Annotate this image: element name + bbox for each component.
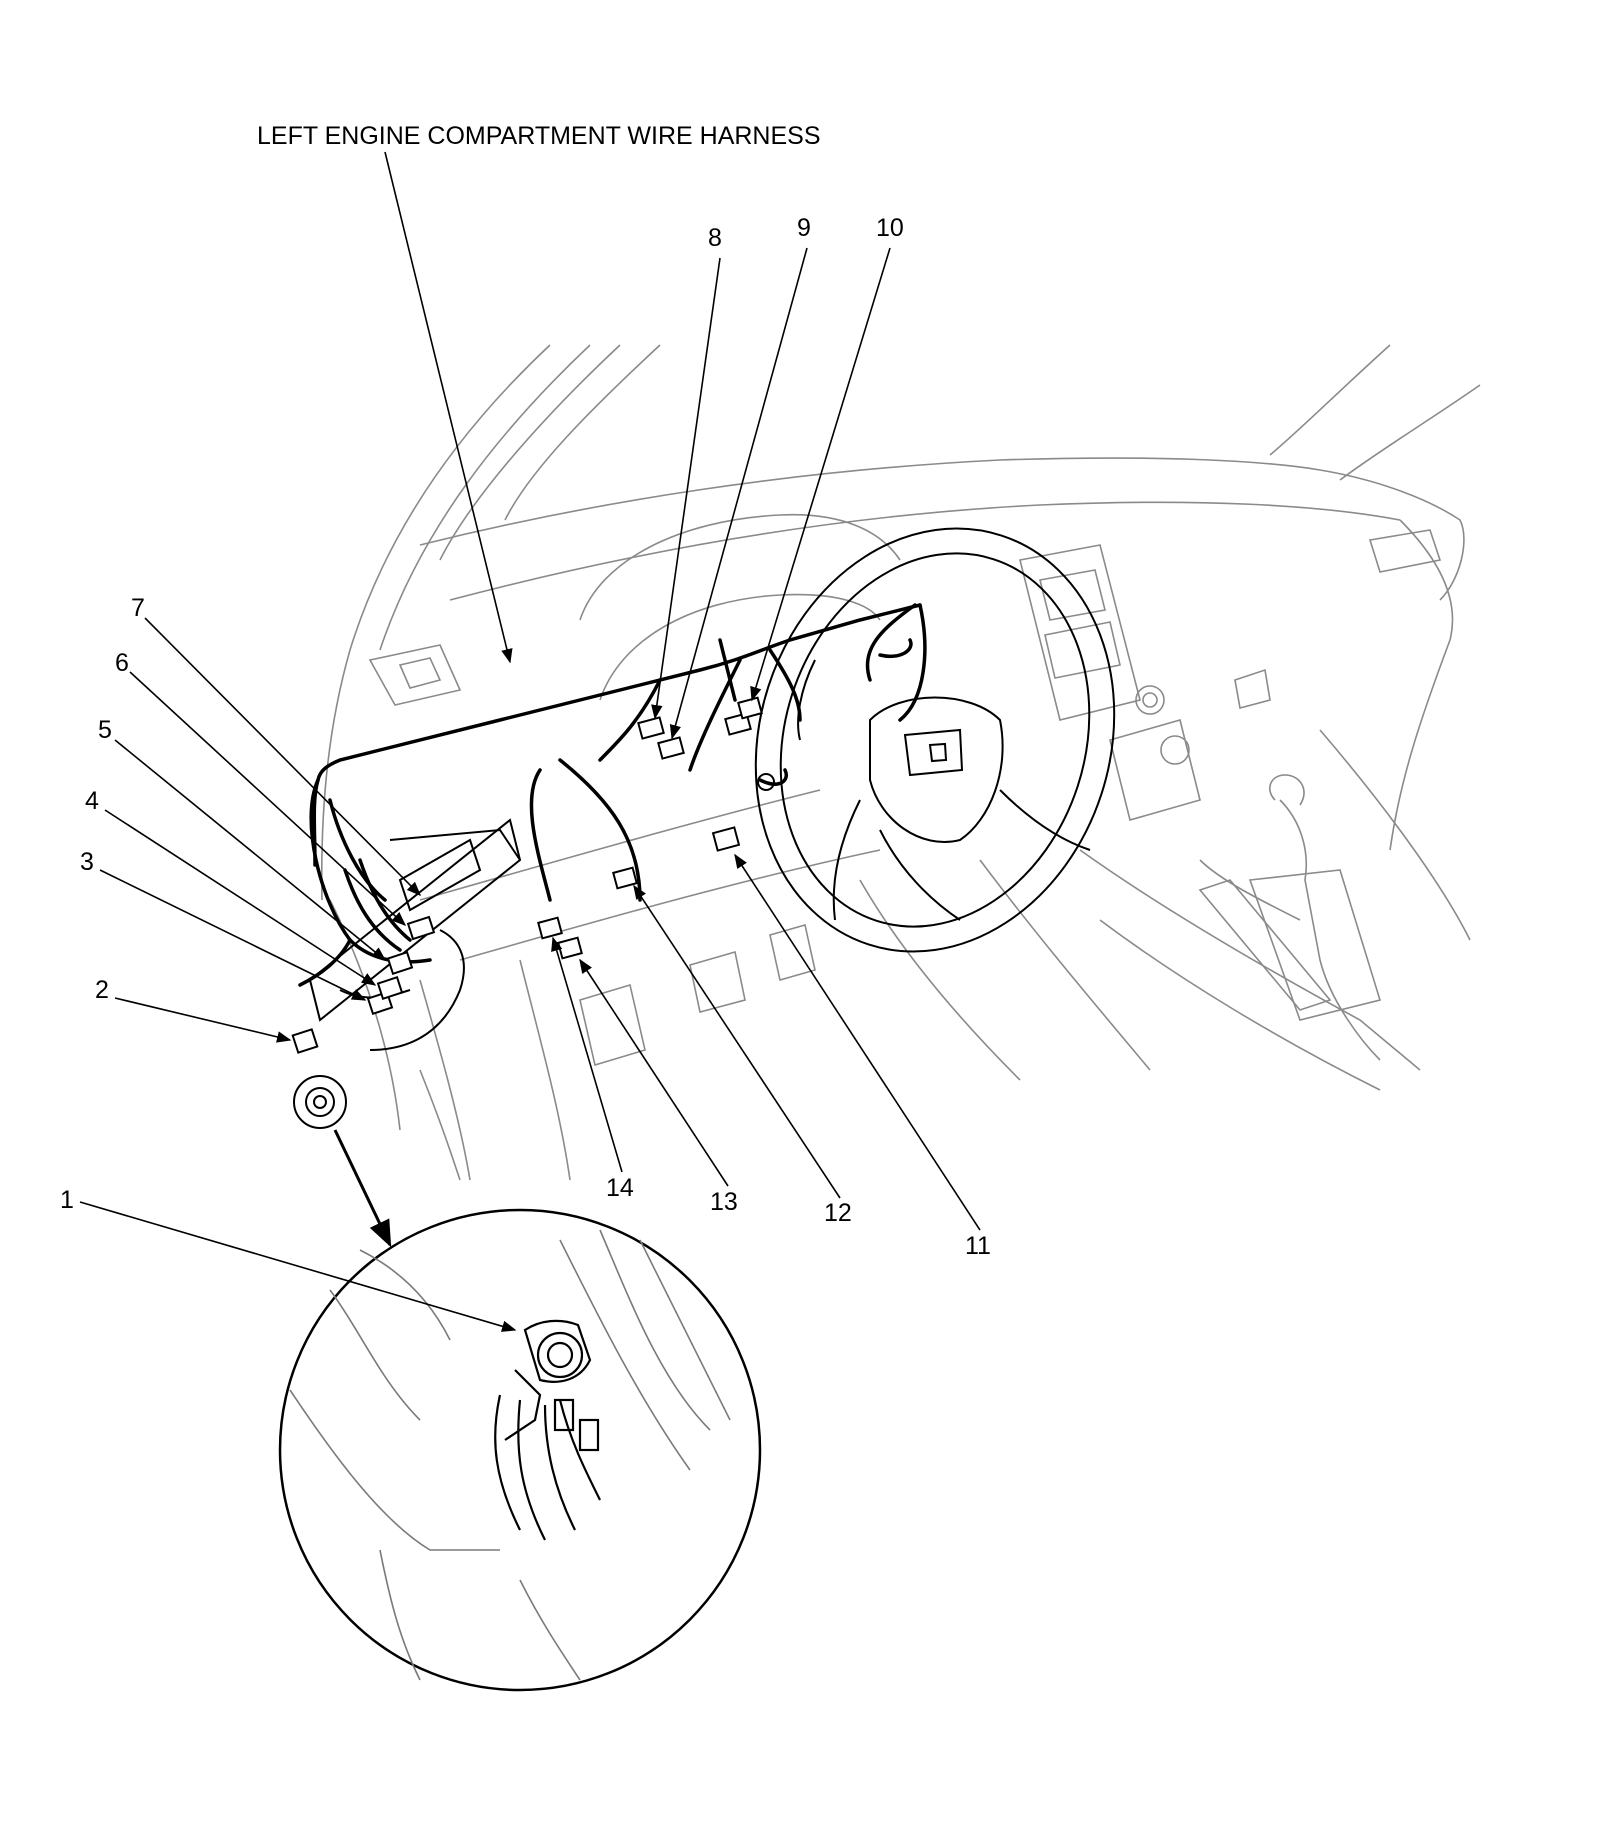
leader-title <box>384 151 513 664</box>
leader-12 <box>633 884 841 1199</box>
callout-14: 14 <box>606 1174 634 1202</box>
callout-8: 8 <box>708 224 722 252</box>
callout-10: 10 <box>876 214 904 242</box>
diagram-title: LEFT ENGINE COMPARTMENT WIRE HARNESS <box>257 122 821 150</box>
callout-3: 3 <box>80 848 94 876</box>
callout-6: 6 <box>115 649 129 677</box>
detail-view-contents <box>289 1229 731 1681</box>
steering-wheel <box>754 527 1116 953</box>
detail-view <box>278 1208 762 1692</box>
leader-9 <box>669 247 808 740</box>
callout-11: 11 <box>965 1232 991 1260</box>
callout-1: 1 <box>60 1186 74 1214</box>
detail-bolt <box>494 1319 601 1541</box>
leader-11 <box>734 853 981 1231</box>
leader-6 <box>129 671 407 926</box>
leader-lines <box>79 151 981 1332</box>
callout-9: 9 <box>797 214 811 242</box>
leader-13 <box>579 958 729 1187</box>
leader-2 <box>114 997 292 1043</box>
leader-7 <box>144 617 422 897</box>
callout-2: 2 <box>95 976 109 1004</box>
connector-boxes <box>291 696 763 1054</box>
callout-13: 13 <box>710 1188 738 1216</box>
callout-7: 7 <box>131 594 145 622</box>
leader-3 <box>99 869 367 1001</box>
callout-12: 12 <box>824 1199 852 1227</box>
leader-1 <box>79 1201 517 1332</box>
callout-4: 4 <box>85 787 99 815</box>
leader-8 <box>651 257 721 720</box>
wire-harness <box>298 603 927 987</box>
interior-outline <box>320 344 1481 1181</box>
ground-bolt <box>293 773 775 1129</box>
leader-5 <box>114 739 387 961</box>
leader-4 <box>104 809 377 986</box>
callout-5: 5 <box>98 716 112 744</box>
leader-14 <box>551 936 623 1173</box>
leader-10 <box>750 247 891 702</box>
leader-detail <box>333 1129 392 1248</box>
